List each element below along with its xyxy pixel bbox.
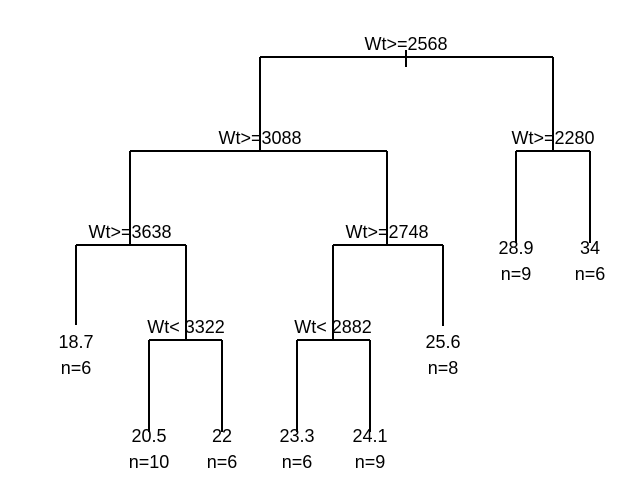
split-label: Wt>=2748 <box>345 222 428 242</box>
leaf-count: n=10 <box>129 452 170 472</box>
leaf-value: 24.1 <box>352 426 387 446</box>
leaf-value: 18.7 <box>58 332 93 352</box>
leaf-count: n=6 <box>575 264 606 284</box>
leaf-count: n=9 <box>501 264 532 284</box>
split-label: Wt>=2280 <box>511 128 594 148</box>
leaf-count: n=6 <box>207 452 238 472</box>
tree-edges <box>75 50 591 432</box>
leaf-value: 23.3 <box>279 426 314 446</box>
leaf-value: 28.9 <box>498 238 533 258</box>
leaf-value: 25.6 <box>425 332 460 352</box>
leaf-count: n=9 <box>355 452 386 472</box>
leaf-count: n=8 <box>428 358 459 378</box>
leaf-value: 20.5 <box>131 426 166 446</box>
leaf-value: 34 <box>580 238 600 258</box>
split-label: Wt>=2568 <box>364 34 447 54</box>
leaf-count: n=6 <box>61 358 92 378</box>
split-label: Wt< 2882 <box>294 317 372 337</box>
split-label: Wt>=3638 <box>88 222 171 242</box>
leaf-count: n=6 <box>282 452 313 472</box>
split-label: Wt< 3322 <box>147 317 225 337</box>
leaf-value: 22 <box>212 426 232 446</box>
split-label: Wt>=3088 <box>218 128 301 148</box>
